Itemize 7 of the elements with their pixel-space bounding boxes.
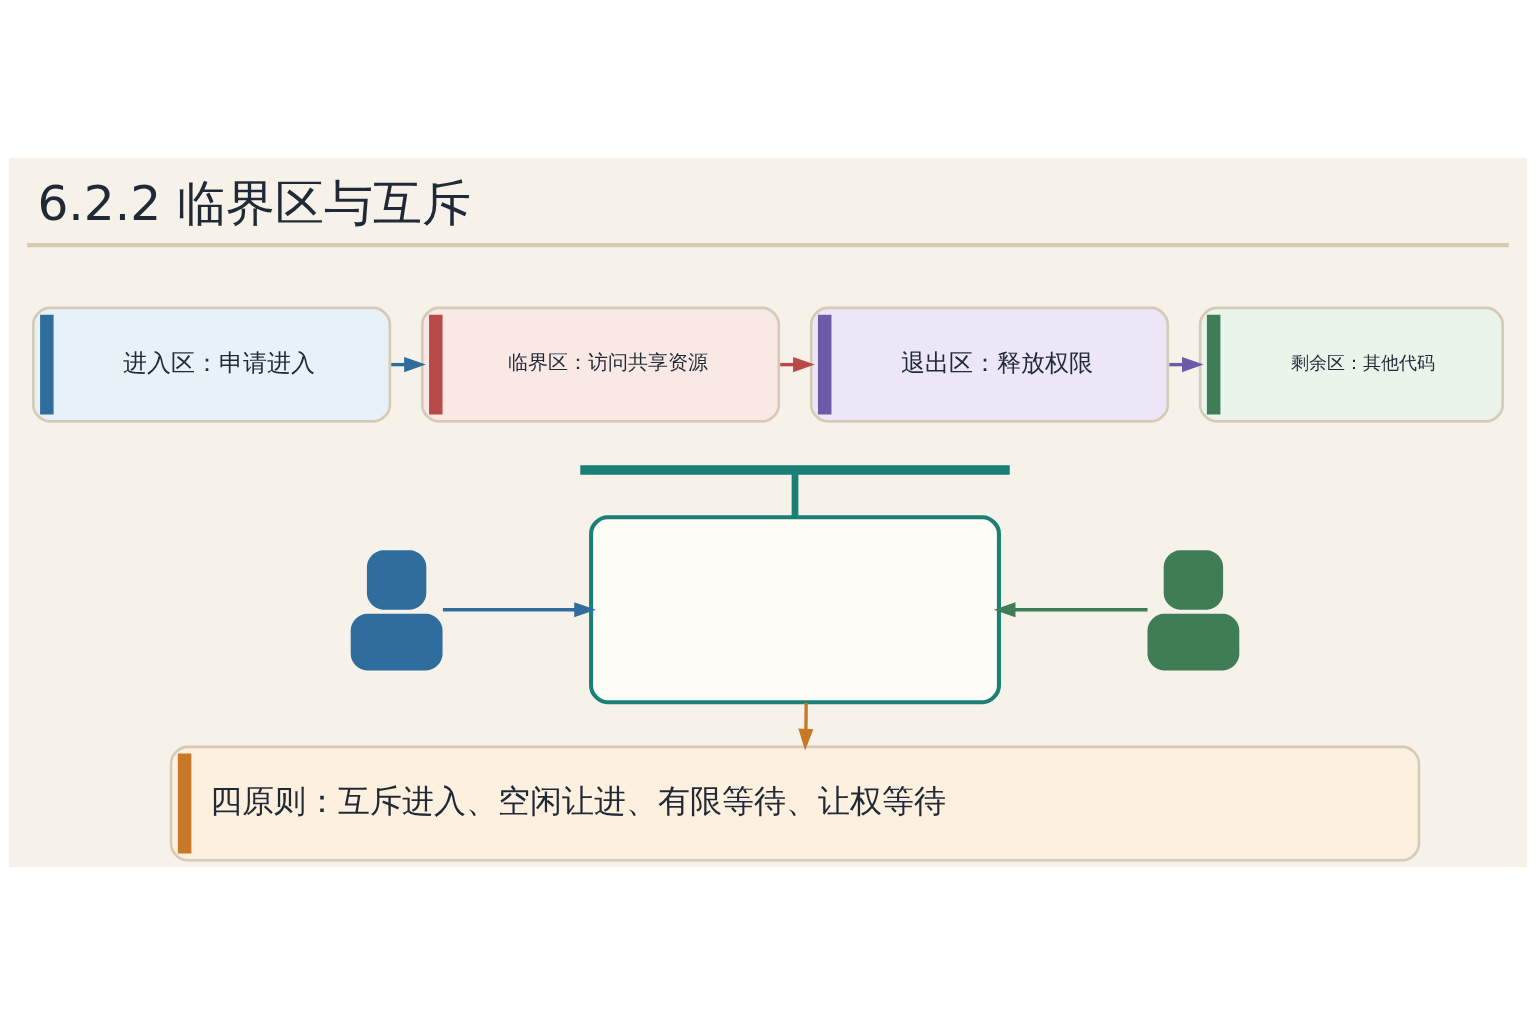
connector xyxy=(791,473,799,517)
arrow xyxy=(442,601,596,617)
arrow xyxy=(993,601,1148,617)
arrow xyxy=(798,702,814,750)
diagram-title: 6.2.2 临界区与互斥 xyxy=(37,174,471,231)
node-bar xyxy=(580,464,1010,475)
node-box xyxy=(589,514,1001,704)
